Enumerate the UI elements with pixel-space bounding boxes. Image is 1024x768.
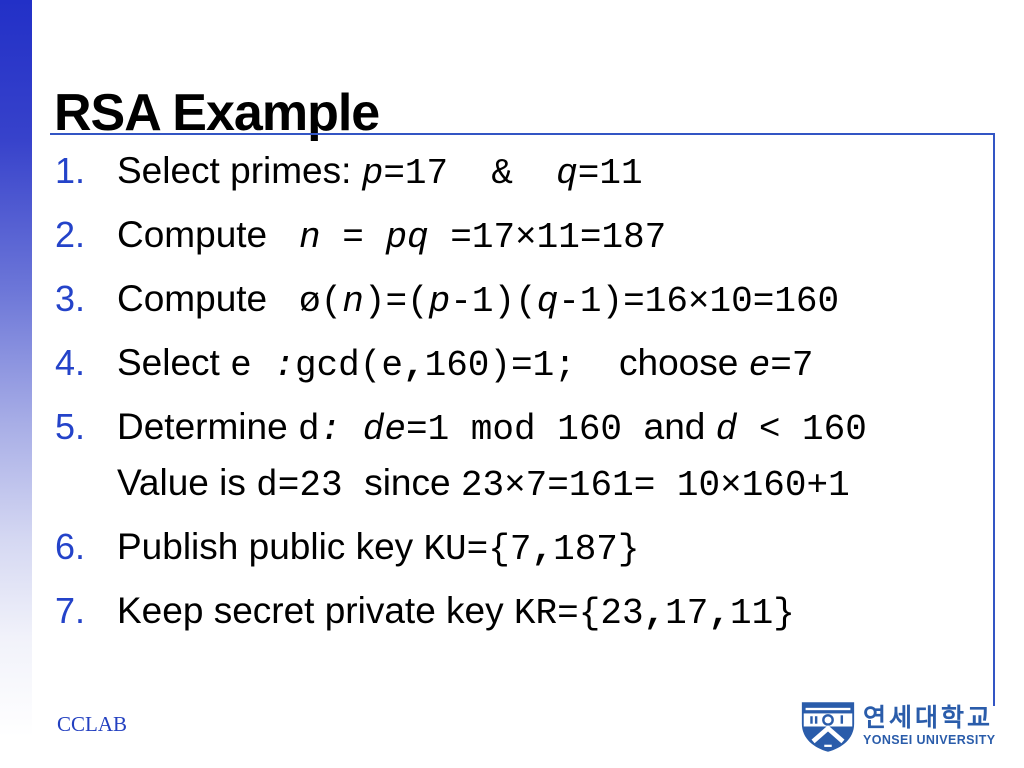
list-item: 3. Compute ø(n)=(p-1)(q-1)=16×10=160 bbox=[55, 275, 980, 331]
item-number: 6. bbox=[55, 526, 86, 567]
text-line: Compute ø(n)=(p-1)(q-1)=16×10=160 bbox=[117, 275, 980, 331]
text-segment: : de bbox=[319, 409, 406, 450]
list-item: 7. Keep secret private key KR={23,17,11} bbox=[55, 587, 980, 643]
text-line: Value is d=23 since 23×7=161= 10×160+1 bbox=[117, 459, 980, 515]
text-segment: d bbox=[715, 409, 738, 450]
text-segment: and bbox=[643, 406, 716, 447]
text-segment: ø( bbox=[277, 281, 343, 322]
text-segment: -1)( bbox=[450, 281, 537, 322]
item-text: Select primes: p=17 & q=11 bbox=[117, 147, 980, 203]
text-segment: : bbox=[273, 345, 295, 386]
text-segment: -1)=16×10=160 bbox=[558, 281, 840, 322]
text-segment: Value is bbox=[117, 462, 257, 503]
text-segment: KU={7 bbox=[423, 529, 532, 570]
text-segment: e bbox=[748, 345, 771, 386]
item-text: Compute n = pq =17×11=187 bbox=[117, 211, 980, 267]
list-item: 4. Select e :gcd(e,160)=1; choose e=7 bbox=[55, 339, 980, 395]
text-segment: Select bbox=[117, 342, 231, 383]
text-segment: KR={23 bbox=[513, 593, 644, 634]
item-text: Compute ø(n)=(p-1)(q-1)=16×10=160 bbox=[117, 275, 980, 331]
text-segment: =11 bbox=[577, 153, 643, 194]
yonsei-shield-icon bbox=[800, 699, 856, 759]
list-item: 6. Publish public key KU={7,187} bbox=[55, 523, 980, 579]
list-item: 1. Select primes: p=17 & q=11 bbox=[55, 147, 980, 203]
text-segment: q bbox=[556, 153, 578, 194]
text-segment: , bbox=[643, 593, 666, 634]
text-segment: d bbox=[297, 409, 320, 450]
text-segment: 11} bbox=[729, 593, 795, 634]
text-line: Publish public key KU={7,187} bbox=[117, 523, 980, 579]
text-segment: Compute bbox=[117, 278, 278, 319]
yonsei-logo: 연세대학교 YONSEI UNIVERSITY bbox=[800, 699, 996, 759]
content-frame bbox=[50, 133, 995, 706]
text-segment: < 160 bbox=[737, 409, 867, 450]
text-segment: =17×11=187 bbox=[450, 217, 667, 258]
text-line: Compute n = pq =17×11=187 bbox=[117, 211, 980, 267]
item-text: Select e :gcd(e,160)=1; choose e=7 bbox=[117, 339, 980, 395]
logo-korean-text: 연세대학교 bbox=[863, 704, 994, 732]
text-line: Select e :gcd(e,160)=1; choose e=7 bbox=[117, 339, 980, 395]
text-segment: =17 & bbox=[383, 153, 557, 194]
footer-cclab-label: CCLAB bbox=[57, 712, 128, 736]
text-segment: , bbox=[708, 593, 730, 634]
text-segment: n bbox=[342, 281, 364, 322]
text-segment: Select primes: bbox=[117, 150, 362, 191]
text-segment: )=( bbox=[363, 281, 429, 322]
item-text: Determine d: de=1 mod 160 and d < 160 Va… bbox=[117, 403, 980, 515]
item-number: 4. bbox=[55, 342, 86, 383]
text-segment: 23×7=161= 10×160+1 bbox=[460, 465, 850, 506]
item-number: 3. bbox=[55, 278, 86, 319]
text-segment: 17 bbox=[665, 593, 709, 634]
text-segment: gcd(e bbox=[294, 345, 403, 386]
text-segment: n = pq bbox=[277, 217, 451, 258]
text-segment: , bbox=[531, 529, 554, 570]
text-segment: 187} bbox=[553, 529, 640, 570]
text-segment: choose bbox=[619, 342, 749, 383]
numbered-list: 1. Select primes: p=17 & q=11 2. Compute… bbox=[55, 147, 980, 651]
item-number: 1. bbox=[55, 150, 86, 191]
text-line: Select primes: p=17 & q=11 bbox=[117, 147, 980, 203]
item-text: Publish public key KU={7,187} bbox=[117, 523, 980, 579]
item-number: 7. bbox=[55, 590, 86, 631]
logo-english-text: YONSEI UNIVERSITY bbox=[863, 733, 996, 747]
logo-text: 연세대학교 YONSEI UNIVERSITY bbox=[863, 704, 996, 748]
item-number: 2. bbox=[55, 214, 86, 255]
text-segment: p bbox=[428, 281, 451, 322]
text-line: Determine d: de=1 mod 160 and d < 160 bbox=[117, 403, 980, 459]
text-segment: d=23 bbox=[256, 465, 365, 506]
left-gradient-bar bbox=[0, 0, 32, 768]
text-segment: =7 bbox=[770, 345, 814, 386]
text-segment: e bbox=[230, 345, 274, 386]
item-text: Keep secret private key KR={23,17,11} bbox=[117, 587, 980, 643]
text-segment: Keep secret private key bbox=[117, 590, 514, 631]
item-number: 5. bbox=[55, 406, 86, 447]
list-item: 5. Determine d: de=1 mod 160 and d < 160… bbox=[55, 403, 980, 515]
slide-title: RSA Example bbox=[54, 83, 380, 142]
text-segment: q bbox=[536, 281, 559, 322]
text-segment: , bbox=[402, 345, 425, 386]
text-segment: Publish public key bbox=[117, 526, 424, 567]
text-segment: =1 mod 160 bbox=[405, 409, 644, 450]
list-item: 2. Compute n = pq =17×11=187 bbox=[55, 211, 980, 267]
text-segment: 160)=1; bbox=[424, 345, 620, 386]
text-line: Keep secret private key KR={23,17,11} bbox=[117, 587, 980, 643]
text-segment: p bbox=[361, 153, 384, 194]
text-segment: Compute bbox=[117, 214, 278, 255]
text-segment: since bbox=[364, 462, 461, 503]
text-segment: Determine bbox=[117, 406, 298, 447]
